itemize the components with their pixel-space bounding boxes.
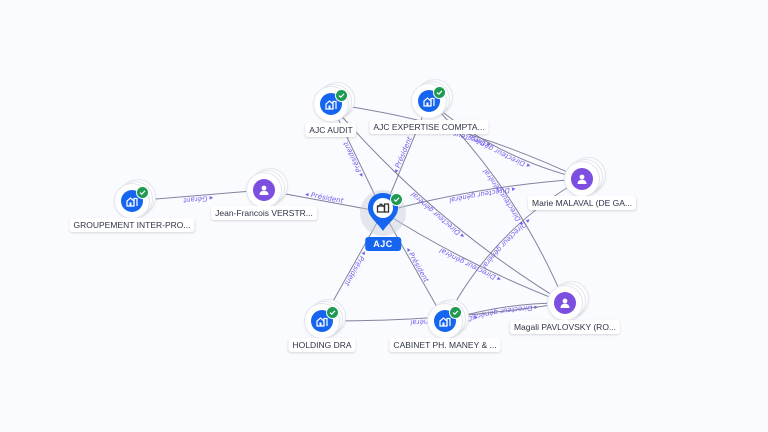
edge-label: ◂ Président bbox=[392, 135, 414, 174]
node-label-cabinet[interactable]: CABINET PH. MANEY & ... bbox=[389, 338, 501, 352]
verified-check-icon bbox=[326, 306, 339, 319]
edge-line bbox=[428, 100, 583, 180]
edge-label: ◂ Directeur général bbox=[468, 132, 532, 170]
node-label-holding-dra[interactable]: HOLDING DRA bbox=[288, 338, 356, 352]
verified-check-icon bbox=[449, 306, 462, 319]
node-label-groupement[interactable]: GROUPEMENT INTER-PRO... bbox=[69, 218, 195, 232]
edge-label: ◂ Président bbox=[404, 246, 430, 284]
verified-check-icon bbox=[335, 89, 348, 102]
node-label-marie[interactable]: Marie MALAVAL (DE GA... bbox=[528, 196, 636, 210]
edge-label: ◂ Directeur général bbox=[480, 216, 532, 269]
person-icon bbox=[571, 168, 593, 190]
verified-check-icon bbox=[136, 186, 149, 199]
center-node-label[interactable]: AJC bbox=[365, 237, 401, 251]
node-label-magali[interactable]: Magali PAVLOVSKY (RO... bbox=[509, 320, 621, 334]
edge-label: ◂ Gérant bbox=[183, 194, 214, 204]
verified-check-icon bbox=[433, 86, 446, 99]
node-label-ajc-expertise[interactable]: AJC EXPERTISE COMPTA... bbox=[369, 120, 489, 134]
edge-line bbox=[382, 211, 566, 304]
person-icon bbox=[253, 179, 275, 201]
edge-marie-ajc-expertise: ◂ Directeur général bbox=[428, 100, 583, 180]
edge-line bbox=[444, 178, 583, 322]
verified-check-icon bbox=[390, 193, 403, 206]
edge-label: ◂ Directeur général bbox=[481, 167, 525, 227]
edge-label: ◂ Président bbox=[304, 190, 344, 205]
edge-line bbox=[382, 178, 583, 213]
node-label-jean-francois[interactable]: Jean-Francois VERSTR... bbox=[211, 206, 317, 220]
edge-label: ◂ Président bbox=[342, 249, 368, 287]
person-icon bbox=[554, 292, 576, 314]
edges-layer: ◂ Président ◂ Président ◂ Président ◂ Géran… bbox=[131, 100, 583, 326]
edge-line bbox=[330, 103, 566, 304]
node-label-ajc-audit[interactable]: AJC AUDIT bbox=[305, 123, 357, 137]
center-node[interactable] bbox=[360, 190, 406, 236]
building-icon bbox=[376, 203, 390, 213]
edge-label: ◂ Directeur général bbox=[471, 303, 538, 321]
edge-label: ◂ Président bbox=[342, 140, 366, 179]
